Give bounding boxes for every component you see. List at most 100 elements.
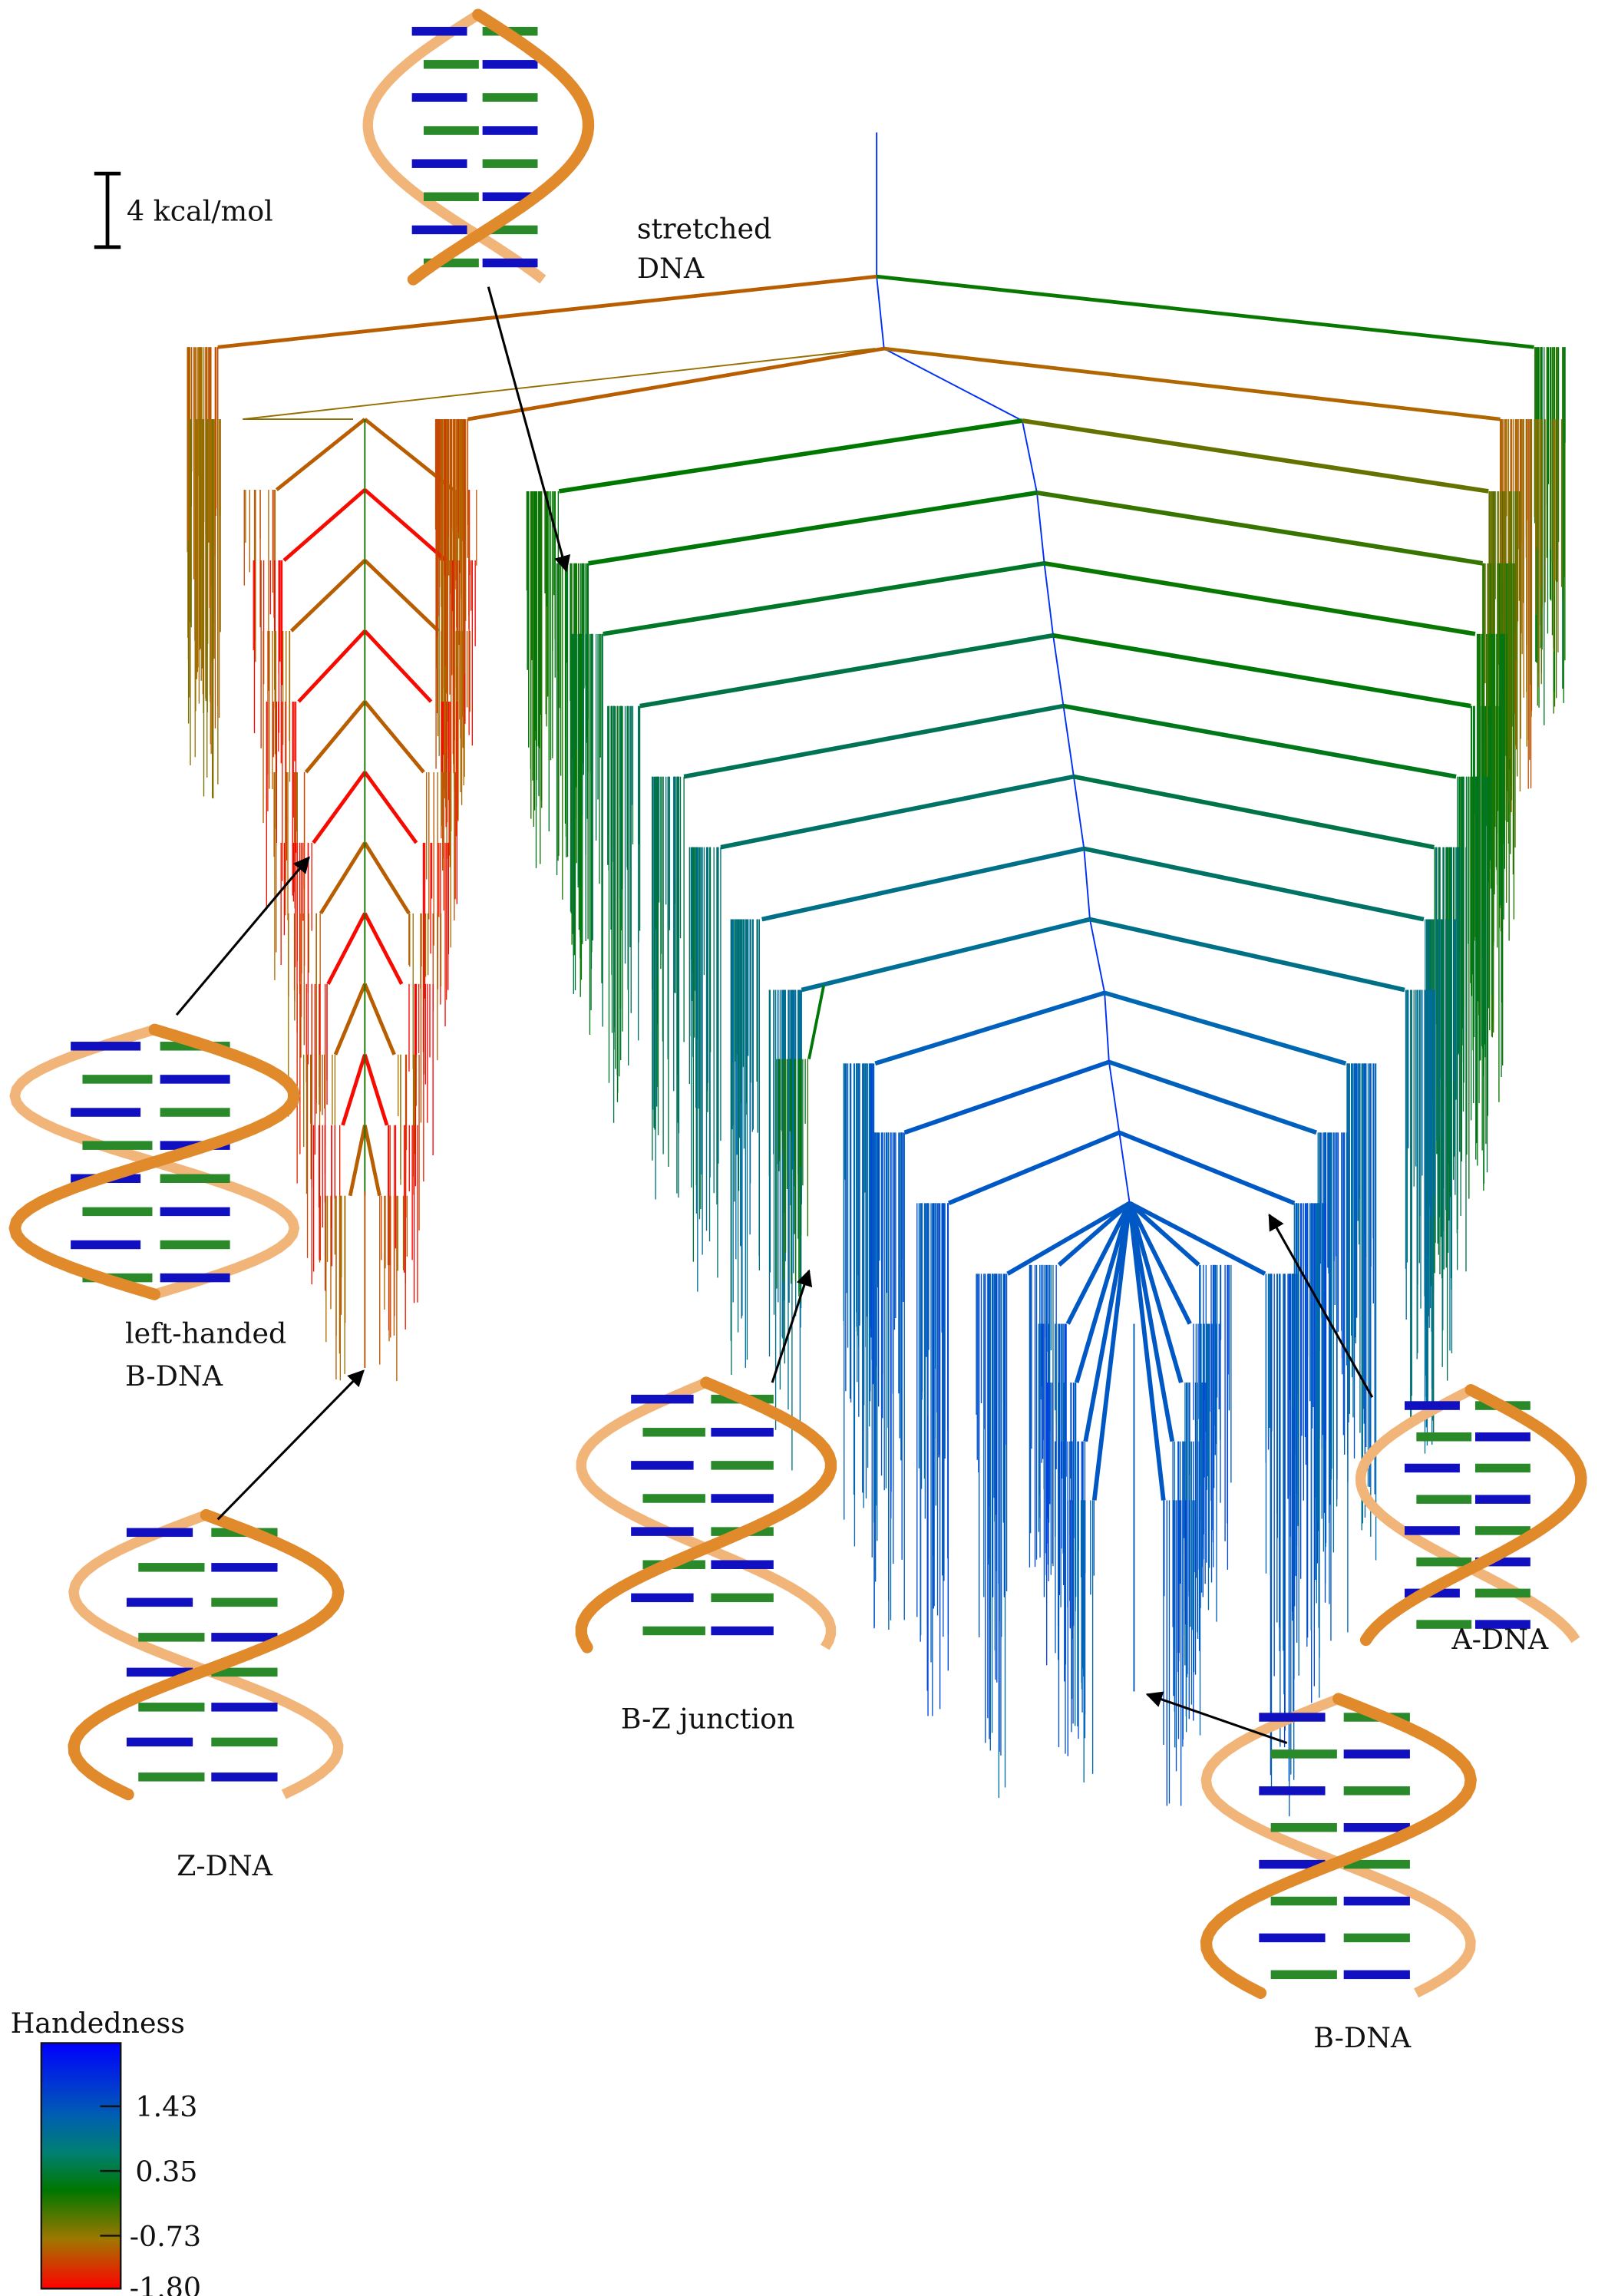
branch-left [348, 1125, 367, 1197]
trunk-segment [1052, 635, 1065, 706]
trunk-segment [1072, 776, 1085, 849]
trunk-segment [876, 276, 885, 349]
dna-structures [8, 8, 1587, 1999]
branch-right [883, 346, 1501, 421]
label-left-handed-1: left-handed [125, 1316, 286, 1350]
colorbar-tick-1: 1.43 [135, 2090, 197, 2123]
branch-right [363, 983, 396, 1055]
branch-right [363, 841, 411, 915]
trunk-segment [1089, 919, 1106, 993]
branch-right [1127, 1202, 1175, 1442]
dna-structure-bz-junction [575, 1376, 837, 1653]
branch-left [341, 1054, 367, 1126]
branch-left [603, 561, 1045, 636]
branch-left [275, 418, 366, 491]
branch-left [947, 1130, 1121, 1206]
branch-left [874, 990, 1105, 1066]
label-b-dna: B-DNA [1313, 2021, 1412, 2054]
branch-left [467, 346, 885, 421]
branch-left [761, 846, 1085, 922]
trunk-segment [883, 348, 1023, 421]
branch-left [333, 983, 367, 1055]
trunk-segment [1083, 848, 1091, 920]
branch-right [363, 700, 425, 774]
branch-right [363, 912, 404, 985]
branch-right [1128, 1201, 1266, 1276]
branch-left [903, 1059, 1110, 1135]
label-bz-junction: B-Z junction [621, 1702, 795, 1735]
trunk-segment [1036, 492, 1045, 563]
trunk-segment [1104, 993, 1110, 1062]
branch-left [558, 418, 1023, 494]
colorbar-tick-3: -0.73 [130, 2220, 201, 2253]
arrow-bz-junction [771, 1269, 813, 1383]
branch-left [588, 491, 1038, 566]
dna-structure-a-dna [1355, 1384, 1587, 1647]
branch-right [363, 488, 447, 562]
branch-left [319, 841, 367, 915]
branch-left [326, 912, 367, 985]
branch-left [289, 559, 367, 633]
colorbar-tick-4: -1.80 [130, 2271, 201, 2296]
branch-left [1091, 1203, 1132, 1501]
branch-left [282, 488, 366, 562]
colorbar: Handedness 1.43 0.35 -0.73 -1.80 [11, 2007, 202, 2296]
branch-right [1022, 418, 1489, 494]
branch-right [363, 771, 418, 844]
branch-left [304, 700, 367, 774]
branch-left [1057, 1201, 1131, 1267]
branch-right [1127, 1202, 1184, 1383]
scale-bar: 4 kcal/mol [94, 171, 273, 249]
branch-right [1118, 1130, 1296, 1206]
arrow-b-dna [1145, 1691, 1288, 1745]
label-left-handed-2: B-DNA [125, 1359, 223, 1392]
branch-right [1062, 703, 1457, 779]
branch-right [1127, 1203, 1166, 1501]
branch-right [876, 274, 1534, 349]
arrows [175, 286, 1374, 1745]
branch-left-subtree [243, 348, 876, 421]
arrow-a-dna [1268, 1213, 1374, 1399]
branch-right [1044, 561, 1476, 636]
branch-left [639, 633, 1054, 709]
branch-left [720, 774, 1075, 850]
branch-right [363, 418, 454, 491]
branch-right [362, 1125, 381, 1197]
arrow-stretched [487, 286, 571, 573]
label-z-dna: Z-DNA [177, 1849, 273, 1882]
branch-left [1074, 1202, 1132, 1383]
branch-left [297, 629, 367, 703]
colorbar-tick-2: 0.35 [135, 2156, 197, 2189]
branch-right [1089, 917, 1405, 993]
trunk-segment [1043, 563, 1055, 636]
arrow-left-handed [175, 856, 310, 1016]
scale-bar-label: 4 kcal/mol [127, 194, 273, 227]
trunk-segment [1062, 705, 1075, 777]
branch-right [363, 559, 440, 633]
branch-right [1036, 491, 1484, 566]
branch-right [1128, 1201, 1200, 1267]
label-stretched-2: DNA [637, 252, 705, 285]
dna-structure-stretched [362, 8, 595, 286]
branch-left [801, 917, 1091, 993]
branch-right [1104, 990, 1347, 1066]
branch-right [1108, 1059, 1317, 1135]
branch-left [312, 771, 367, 844]
colorbar-title: Handedness [11, 2007, 185, 2040]
disconnectivity-tree [187, 132, 1566, 1817]
label-stretched-1: stretched [637, 212, 772, 245]
arrow-z-dna [216, 1369, 365, 1521]
trunk-segment [1108, 1062, 1121, 1133]
colorbar-gradient [40, 2042, 122, 2290]
branch-left [1065, 1202, 1132, 1325]
branch-bz [807, 985, 826, 1059]
branch-right [363, 1054, 389, 1126]
label-a-dna: A-DNA [1451, 1623, 1549, 1656]
trunk-segment [1021, 420, 1038, 494]
dna-structure-z-dna [68, 1508, 345, 1801]
trunk-segment [1118, 1132, 1131, 1204]
branch-right [1052, 633, 1471, 709]
branch-left [1083, 1202, 1132, 1442]
